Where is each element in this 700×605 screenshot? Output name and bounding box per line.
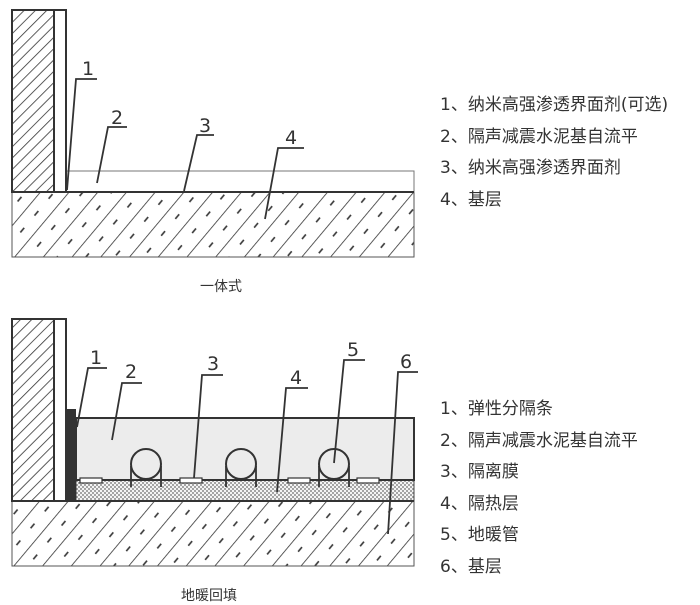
diagram-floor-heating: 1 2 3 4 5 6 <box>11 318 418 567</box>
wall <box>11 9 55 193</box>
legend-item: 3、纳米高强渗透界面剂 <box>440 158 621 178</box>
self-leveling-layer <box>65 170 415 193</box>
wall <box>11 318 55 502</box>
caption-floor-heating: 地暖回填 <box>181 588 237 604</box>
legend-item: 2、隔声减震水泥基自流平 <box>440 126 638 147</box>
caption-integrated: 一体式 <box>200 279 242 295</box>
legend-item: 2、隔声减震水泥基自流平 <box>440 430 638 451</box>
heating-pipes <box>130 448 350 487</box>
callout-6: 6 <box>387 351 418 535</box>
base-layer <box>11 191 415 258</box>
callout-label: 3 <box>207 353 219 375</box>
diagram-integrated: 1 2 3 4 <box>11 9 415 258</box>
callout-5: 5 <box>333 339 365 464</box>
callout-label: 1 <box>82 58 94 80</box>
legend-floor-heating: 1、弹性分隔条 2、隔声减震水泥基自流平 3、隔离膜 4、隔热层 5、地暖管 6… <box>440 394 638 583</box>
callout-3: 3 <box>193 353 223 479</box>
wall-finish <box>53 9 67 193</box>
callout-2: 2 <box>111 361 142 441</box>
wall-finish <box>53 318 67 502</box>
legend-item: 3、隔离膜 <box>440 462 519 482</box>
callout-1: 1 <box>66 58 97 191</box>
callout-2: 2 <box>96 107 127 184</box>
callout-label: 5 <box>347 339 359 361</box>
callout-4: 4 <box>264 127 304 220</box>
callout-label: 1 <box>90 347 102 369</box>
callout-label: 2 <box>111 107 123 129</box>
legend-item: 4、基层 <box>440 189 502 210</box>
callout-label: 6 <box>400 351 412 373</box>
callout-label: 4 <box>290 367 302 389</box>
heating-pipe <box>225 448 257 487</box>
callout-3: 3 <box>183 115 214 192</box>
legend-item: 6、基层 <box>440 556 502 577</box>
callout-label: 4 <box>285 127 297 149</box>
isolation-film <box>79 477 380 484</box>
callout-1: 1 <box>76 347 107 428</box>
legend-item: 5、地暖管 <box>440 525 519 545</box>
legend-item: 4、隔热层 <box>440 493 519 514</box>
legend-item: 1、弹性分隔条 <box>440 399 553 419</box>
callout-label: 2 <box>125 361 137 383</box>
elastic-separator-strip <box>66 409 76 501</box>
legend-integrated: 1、纳米高强渗透界面剂(可选) 2、隔声减震水泥基自流平 3、纳米高强渗透界面剂… <box>440 90 668 216</box>
legend-item: 1、纳米高强渗透界面剂(可选) <box>440 95 669 115</box>
callout-label: 3 <box>199 115 211 137</box>
heating-pipe <box>318 448 350 487</box>
base-layer <box>11 500 415 567</box>
heating-pipe <box>130 448 162 487</box>
callout-4: 4 <box>276 367 308 493</box>
